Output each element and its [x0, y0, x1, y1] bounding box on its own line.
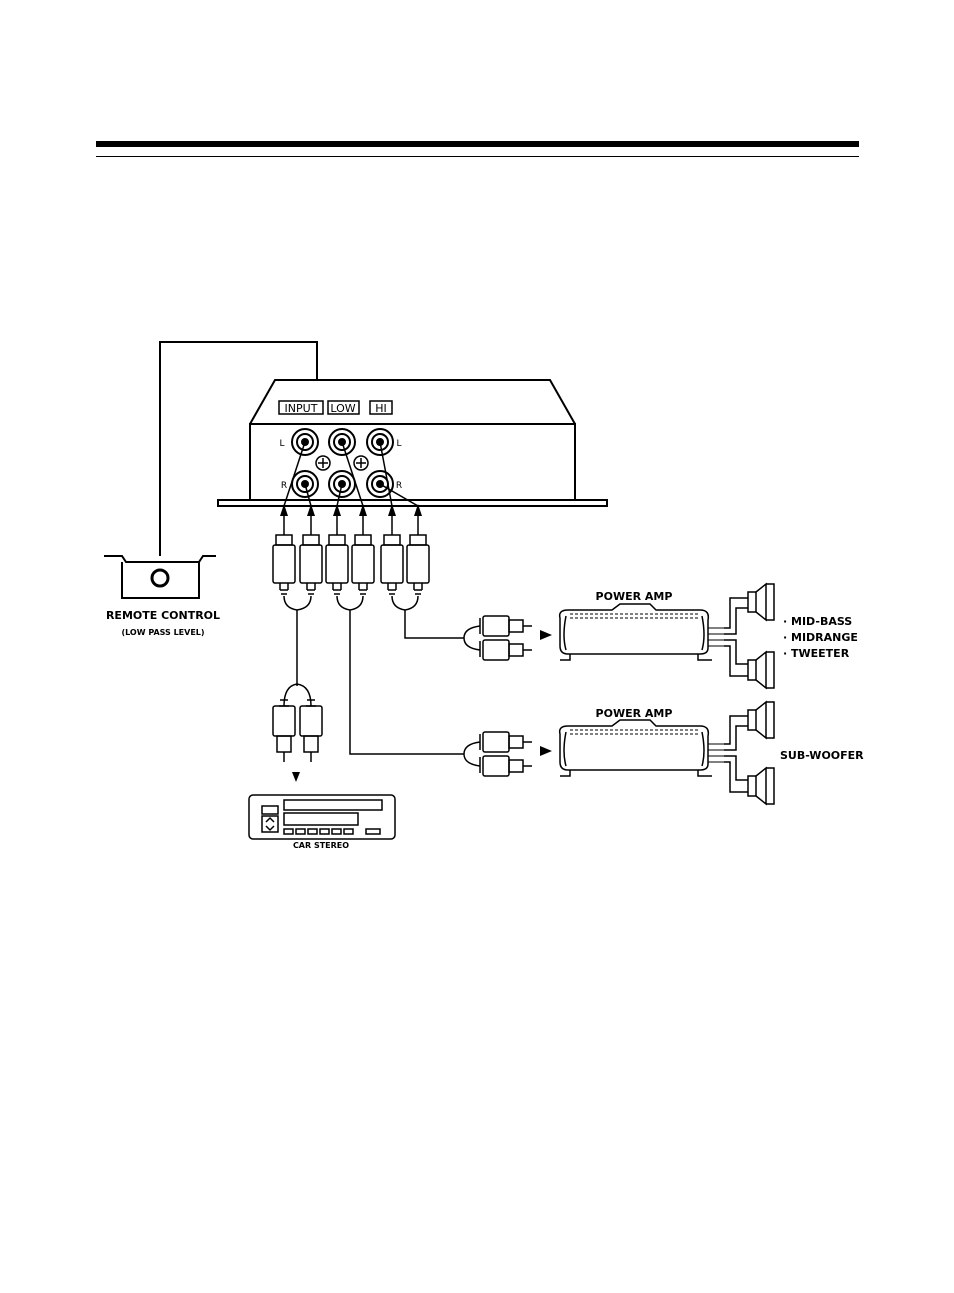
- hi-left-label: L: [396, 439, 401, 449]
- speaker-label-midrange: · MIDRANGE: [783, 631, 858, 644]
- amp-bottom-arrow: [540, 746, 552, 756]
- input-left-label: L: [279, 439, 284, 449]
- speaker-label-sub-woofer: SUB-WOOFER: [780, 749, 864, 762]
- speaker-icon: [748, 768, 774, 804]
- hi-right-label: R: [396, 481, 402, 491]
- input-label: INPUT: [285, 402, 318, 415]
- amp-top-arrow: [540, 630, 552, 640]
- speaker-icon: [748, 584, 774, 620]
- hi-label: HI: [375, 402, 387, 415]
- rca-plug-row: [273, 535, 429, 594]
- remote-control-subtitle: (LOW PASS LEVEL): [121, 628, 204, 637]
- speaker-icon: [748, 702, 774, 738]
- remote-control-title: REMOTE CONTROL: [106, 609, 220, 622]
- low-label: LOW: [330, 402, 355, 415]
- plus-marker: [354, 456, 368, 470]
- input-right-label: R: [281, 481, 287, 491]
- amp-top-plugs: [480, 616, 532, 660]
- speaker-label-tweeter: · TWEETER: [783, 647, 850, 660]
- plus-marker: [316, 456, 330, 470]
- amp-bottom-plugs: [480, 732, 532, 776]
- car-stereo-unit: [249, 795, 395, 839]
- crossover-unit: [218, 380, 607, 506]
- speaker-wires-bottom: [724, 716, 748, 792]
- car-stereo-label: CAR STEREO: [293, 841, 349, 850]
- plug-arrows: [284, 506, 418, 535]
- power-amp-top: [560, 604, 724, 660]
- power-amp-bottom-label: POWER AMP: [596, 707, 673, 720]
- remote-knob-icon: [152, 570, 168, 586]
- speaker-wires-top: [724, 598, 748, 676]
- remote-control-box: [104, 556, 216, 598]
- speaker-label-mid-bass: · MID-BASS: [783, 615, 852, 628]
- cables: [284, 596, 480, 766]
- power-amp-bottom: [560, 720, 724, 776]
- speaker-icon: [748, 652, 774, 688]
- head-unit-plugs: [273, 700, 322, 762]
- power-amp-top-label: POWER AMP: [596, 590, 673, 603]
- down-arrow: [292, 772, 300, 782]
